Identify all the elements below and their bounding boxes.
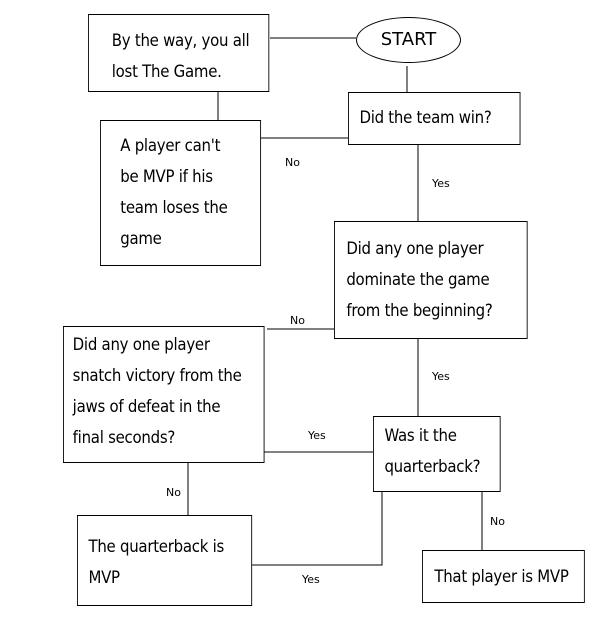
dominate-node: Did any one player dominate the game fro… bbox=[334, 221, 528, 339]
team-win-node: Did the team win? bbox=[348, 92, 521, 145]
connector-qb-qbmvp bbox=[252, 492, 383, 566]
edge-label-dominate-no: No bbox=[290, 314, 305, 327]
lost-game-node: By the way, you all lost The Game. bbox=[88, 14, 270, 92]
edge-label-qb-yes: Yes bbox=[302, 573, 320, 586]
quarterback-mvp-node: The quarterback is MVP bbox=[77, 515, 253, 606]
player-mvp-text: That player is MVP bbox=[434, 567, 569, 587]
edge-label-snatch-yes: Yes bbox=[308, 429, 326, 442]
start-node: START bbox=[356, 17, 461, 63]
edge-label-qb-no: No bbox=[490, 515, 505, 528]
team-win-text: Did the team win? bbox=[359, 108, 492, 128]
edge-label-win-yes: Yes bbox=[432, 177, 450, 190]
start-label: START bbox=[380, 29, 437, 50]
lost-game-text: By the way, you all lost The Game. bbox=[111, 31, 250, 82]
dominate-text: Did any one player dominate the game fro… bbox=[346, 239, 493, 321]
edge-label-win-no: No bbox=[285, 156, 300, 169]
snatch-victory-text: Did any one player snatch victory from t… bbox=[72, 335, 242, 448]
edge-label-snatch-no: No bbox=[166, 486, 181, 499]
quarterback-mvp-text: The quarterback is MVP bbox=[88, 537, 225, 588]
cant-mvp-text: A player can't be MVP if his team loses … bbox=[120, 136, 228, 249]
edge-label-dominate-yes: Yes bbox=[432, 370, 450, 383]
cant-mvp-node: A player can't be MVP if his team loses … bbox=[100, 120, 262, 266]
snatch-victory-node: Did any one player snatch victory from t… bbox=[63, 326, 265, 463]
quarterback-question-node: Was it the quarterback? bbox=[373, 416, 501, 492]
player-mvp-node: That player is MVP bbox=[422, 550, 585, 603]
quarterback-question-text: Was it the quarterback? bbox=[384, 426, 481, 477]
